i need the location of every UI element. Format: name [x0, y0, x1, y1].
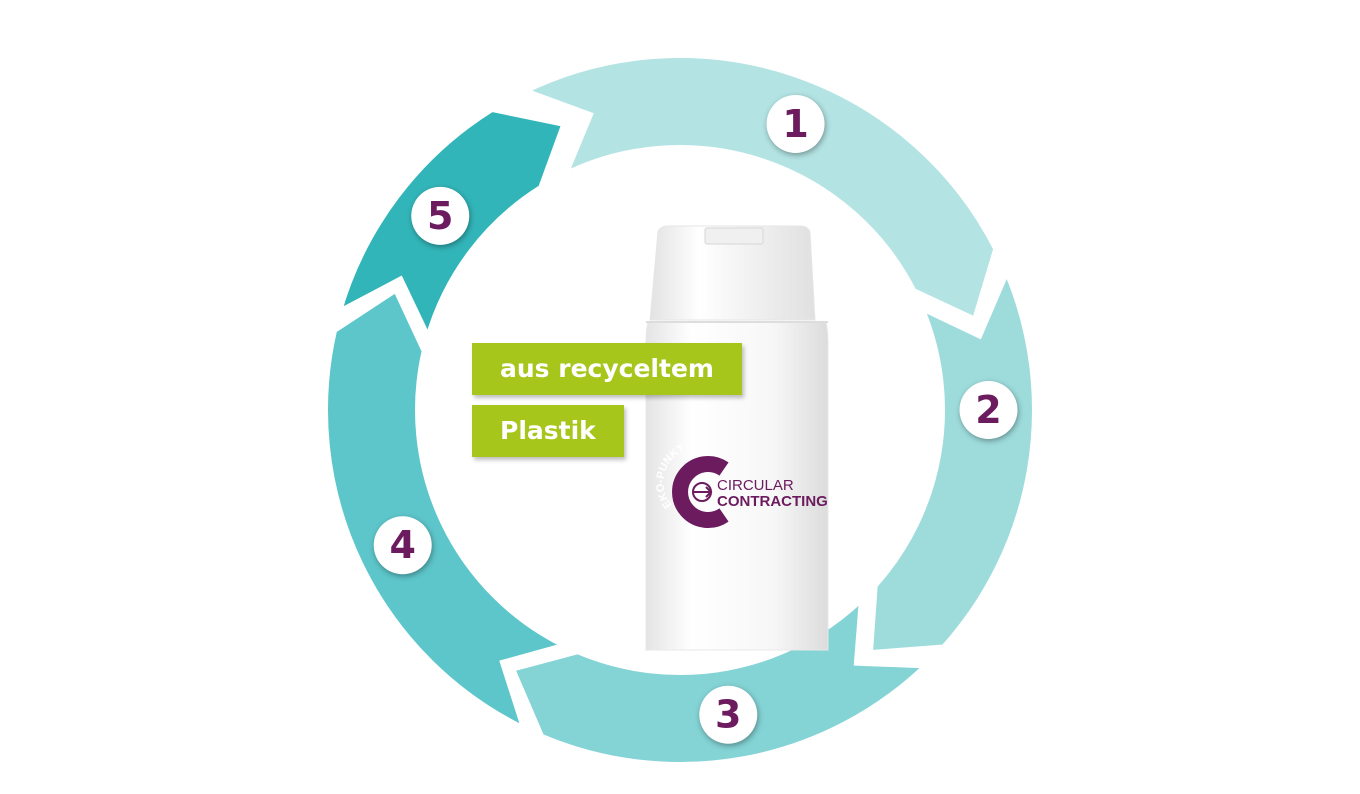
recycle-arrows-icon [692, 482, 713, 502]
logo-text-circular: CIRCULAR [717, 477, 794, 494]
step-number: 2 [975, 388, 1001, 432]
step-badge-5: 5 [411, 186, 470, 245]
step-badge-circle [411, 186, 470, 245]
step-number: 1 [782, 102, 808, 146]
step-badge-circle [699, 685, 758, 744]
label-plastic: Plastik [472, 405, 624, 457]
step-badge-4: 4 [373, 516, 432, 575]
step-number: 4 [389, 523, 415, 567]
cycle-arrow-4 [322, 285, 574, 735]
step-numbers: 1 2 3 4 5 [373, 94, 1018, 744]
step-badge-3: 3 [699, 685, 758, 744]
step-badge-circle [766, 94, 825, 153]
cycle-arrow-2 [866, 263, 1038, 657]
logo-text-contracting: CONTRACTING [717, 493, 828, 510]
step-number: 5 [427, 194, 453, 238]
step-badge-2: 2 [959, 381, 1018, 439]
step-number: 3 [715, 693, 741, 737]
step-badge-1: 1 [766, 94, 825, 153]
step-badge-circle [373, 516, 432, 575]
step-badge-circle [959, 381, 1018, 439]
bottle-icon [645, 225, 829, 651]
cycle-arrow-1 [516, 52, 1000, 324]
label-recycled: aus recyceltem [472, 343, 742, 395]
